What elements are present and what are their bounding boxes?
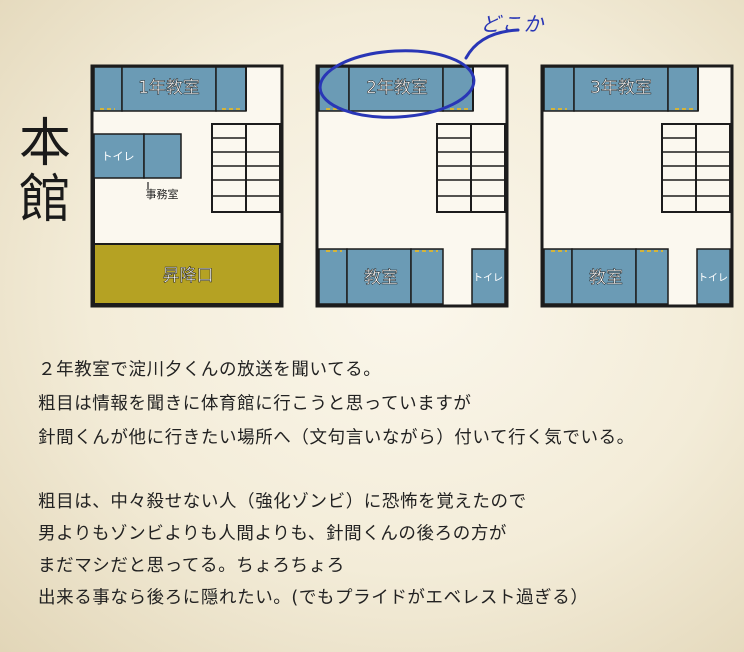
note-line: 出来る事なら後ろに隠れたい。(でもプライドがエベレスト過ぎる） (38, 588, 589, 608)
floor-3-toilet-label: トイレ (698, 273, 728, 284)
floor-3-room-label: 教室 (589, 268, 623, 288)
floor-2-room: 教室 (318, 248, 444, 305)
floor-1-entrance-label: 昇降口 (163, 266, 214, 286)
note-line: まだマシだと思ってる。ちょろちょろ (38, 556, 345, 576)
floor-2-toilet: トイレ (471, 248, 506, 305)
floor-1-classroom: 1年教室 (93, 66, 247, 112)
floor-2-plan: 2年教室 教室 トイレ (315, 28, 520, 308)
floor-2-toilet-label: トイレ (473, 273, 503, 284)
floor-1-classroom-label: 1年教室 (138, 78, 200, 98)
floor-1-entrance: 昇降口 (93, 243, 281, 305)
floor-3-stairs (661, 123, 731, 213)
note-line: 粗目は、中々殺せない人（強化ゾンビ）に恐怖を覚えたので (38, 492, 527, 512)
floor-2-room-label: 教室 (364, 268, 398, 288)
note-line: 男よりもゾンビよりも人間よりも、針間くんの後ろの方が (38, 524, 508, 544)
floor-1-stairs (211, 123, 281, 213)
building-label-hon: 本 (18, 114, 71, 174)
floor-1-plan: 1年教室 トイレ 事務室 (90, 64, 284, 308)
floor-3-plan: 3年教室 教室 トイレ (540, 64, 734, 308)
floor-3-classroom: 3年教室 (543, 66, 699, 112)
floor-1-office-label: 事務室 (146, 187, 179, 201)
floor-3-toilet: トイレ (696, 248, 731, 305)
note-line: 粗目は情報を聞きに体育館に行こうと思っていますが (38, 394, 472, 414)
floor-2-stairs (436, 123, 506, 213)
floor-1-toilet: トイレ (93, 133, 182, 179)
floor-2-classroom-label: 2年教室 (366, 78, 428, 98)
floor-plans: 1年教室 トイレ 事務室 (90, 28, 734, 308)
floor-3-room: 教室 (543, 248, 669, 305)
note-line: 針間くんが他に行きたい場所へ（文句言いながら）付いて行く気でいる。 (38, 428, 635, 448)
building-label-kan: 館 (18, 170, 71, 230)
note-line: ２年教室で淀川夕くんの放送を聞いてる。 (38, 360, 382, 380)
hand-drawn-circle (318, 49, 476, 119)
floor-1-toilet-label: トイレ (102, 150, 135, 163)
hand-drawn-stroke (464, 28, 520, 60)
floor-3-classroom-label: 3年教室 (590, 78, 652, 98)
